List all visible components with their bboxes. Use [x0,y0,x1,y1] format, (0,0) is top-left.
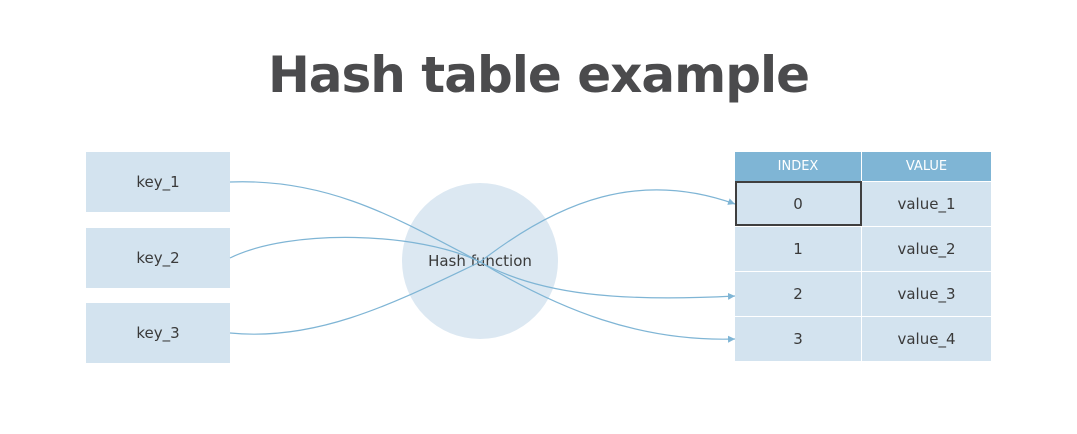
value-cell: value_1 [862,181,991,226]
table-row: 3 value_4 [735,316,991,361]
index-cell: 1 [735,226,862,271]
index-header: INDEX [735,152,862,181]
key-box-2: key_2 [86,228,230,288]
hash-table: INDEX VALUE 0 value_1 1 value_2 2 value_… [735,152,991,361]
index-cell: 3 [735,316,862,361]
hash-function-circle: Hash function [402,183,558,339]
index-cell: 0 [735,181,862,226]
key-box-3: key_3 [86,303,230,363]
value-cell: value_3 [862,271,991,316]
value-cell: value_2 [862,226,991,271]
value-header: VALUE [862,152,991,181]
table-header-row: INDEX VALUE [735,152,991,181]
table-row: 2 value_3 [735,271,991,316]
table-row: 0 value_1 [735,181,991,226]
key-box-1: key_1 [86,152,230,212]
table-row: 1 value_2 [735,226,991,271]
index-cell: 2 [735,271,862,316]
page-title: Hash table example [267,46,810,104]
value-cell: value_4 [862,316,991,361]
